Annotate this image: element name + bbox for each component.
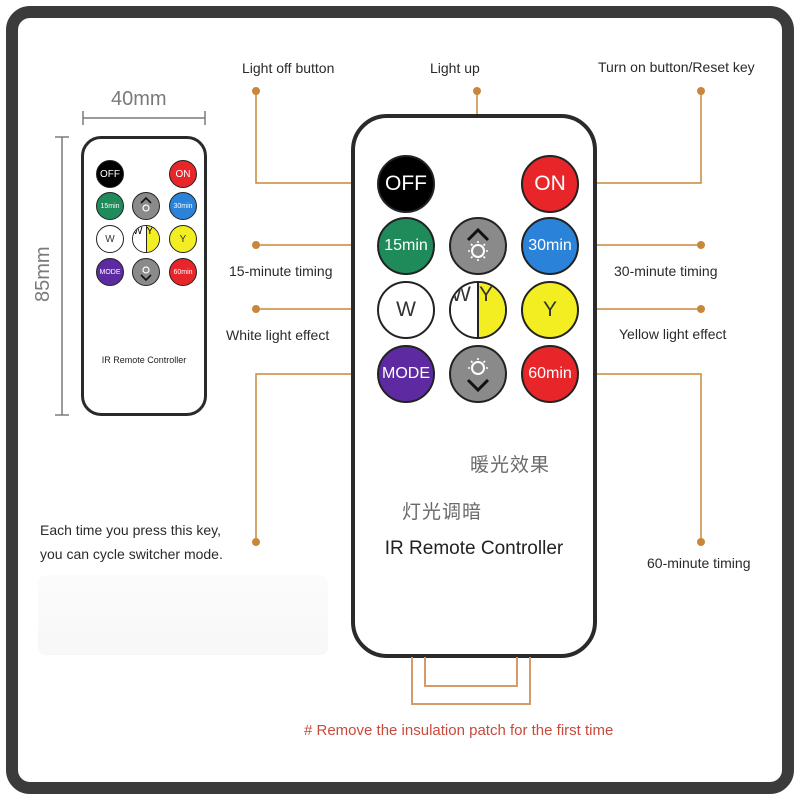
small-60min-button[interactable]: 60min xyxy=(169,258,197,286)
insulation-tab-inner xyxy=(424,657,518,687)
brightness-down-button[interactable] xyxy=(449,345,507,403)
white-half-label: W xyxy=(451,283,477,337)
label-mode-line1: Each time you press this key, xyxy=(40,522,222,538)
dot-white xyxy=(252,305,260,313)
30min-button[interactable]: 30min xyxy=(521,217,579,275)
label-15min: 15-minute timing xyxy=(229,263,333,279)
dot-turn-on xyxy=(697,87,705,95)
leader-mode xyxy=(255,373,378,541)
width-dimension-label: 40mm xyxy=(111,88,167,110)
leader-light-off xyxy=(255,92,378,184)
white-button[interactable]: W xyxy=(377,281,435,339)
60min-button[interactable]: 60min xyxy=(521,345,579,403)
remote-title: IR Remote Controller xyxy=(384,538,564,559)
small-brightness-up-button[interactable] xyxy=(132,192,160,220)
dot-mode xyxy=(252,538,260,546)
brightness-down-icon xyxy=(466,358,490,393)
leader-turn-on xyxy=(576,92,702,184)
dot-light-off xyxy=(252,87,260,95)
label-dim-cn: 灯光调暗 xyxy=(402,502,483,523)
small-30min-button[interactable]: 30min xyxy=(169,192,197,220)
brightness-up-button[interactable] xyxy=(449,217,507,275)
small-mode-button[interactable]: MODE xyxy=(96,258,124,286)
label-light-off: Light off button xyxy=(242,60,335,76)
dot-light-up xyxy=(473,87,481,95)
label-turn-on: Turn on button/Reset key xyxy=(598,59,755,75)
on-button[interactable]: ON xyxy=(521,155,579,213)
dimension-lines xyxy=(55,111,206,416)
brightness-up-icon xyxy=(140,196,152,212)
15min-button[interactable]: 15min xyxy=(377,217,435,275)
label-light-up: Light up xyxy=(430,60,480,76)
label-mode-line2: you can cycle switcher mode. xyxy=(40,546,223,562)
mode-button[interactable]: MODE xyxy=(377,345,435,403)
dot-30min xyxy=(697,241,705,249)
brightness-down-icon xyxy=(140,266,152,282)
label-warm-effect-cn: 暖光效果 xyxy=(470,455,551,476)
height-dimension-label: 85mm xyxy=(32,246,54,302)
small-brightness-down-button[interactable] xyxy=(132,258,160,286)
brightness-up-icon xyxy=(466,227,490,261)
yellow-half-label: Y xyxy=(477,283,505,337)
leader-60min xyxy=(576,373,702,541)
small-yellow-button[interactable]: Y xyxy=(169,225,197,253)
off-button[interactable]: OFF xyxy=(377,155,435,213)
small-white-button[interactable]: W xyxy=(96,225,124,253)
insulation-tab xyxy=(411,657,531,705)
small-off-button[interactable]: OFF xyxy=(96,160,124,188)
label-30min: 30-minute timing xyxy=(614,263,718,279)
small-on-button[interactable]: ON xyxy=(169,160,197,188)
label-60min: 60-minute timing xyxy=(647,555,751,571)
small-remote-title: IR Remote Controller xyxy=(101,355,187,365)
insulation-note: # Remove the insulation patch for the fi… xyxy=(304,722,614,739)
dot-15min xyxy=(252,241,260,249)
faded-area xyxy=(38,575,328,655)
small-15min-button[interactable]: 15min xyxy=(96,192,124,220)
dot-yellow xyxy=(697,305,705,313)
label-white-effect: White light effect xyxy=(226,327,330,343)
yellow-button[interactable]: Y xyxy=(521,281,579,339)
label-yellow-effect: Yellow light effect xyxy=(619,326,727,342)
dot-60min xyxy=(697,538,705,546)
